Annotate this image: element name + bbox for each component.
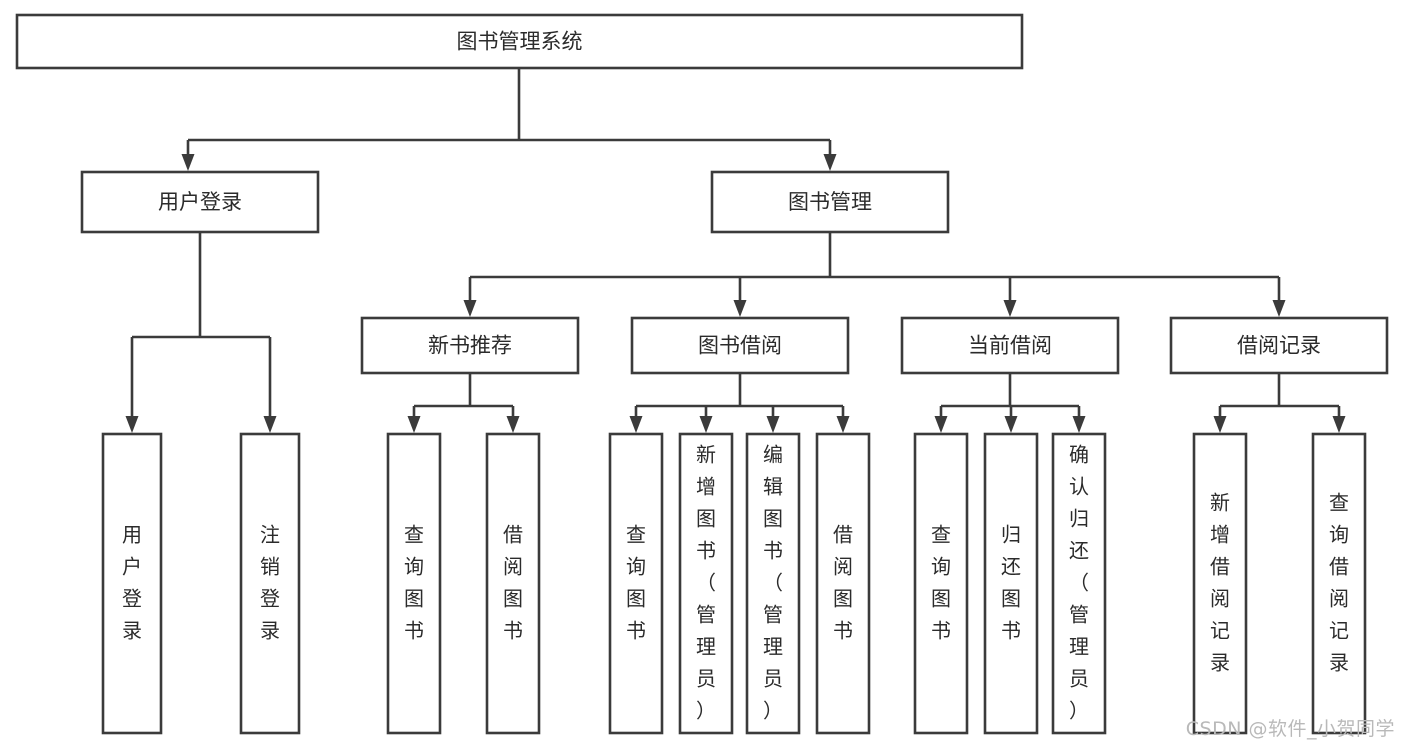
node-leaf-confirm-return-admin[interactable]: 确认归还（管理员） — [1051, 432, 1107, 735]
node-leaf-borrow-book-1[interactable]: 借阅图书 — [485, 432, 541, 735]
node-label-leaf-logout: 注销登录 — [260, 522, 280, 642]
node-label-leaf-edit-book-admin: 编辑图书（管理员） — [763, 442, 783, 722]
node-leaf-return-book[interactable]: 归还图书 — [983, 432, 1039, 735]
node-label-leaf-user-login: 用户登录 — [122, 522, 142, 642]
connector-borrow-record — [1213, 373, 1346, 433]
node-label-leaf-query-borrow-record: 查询借阅记录 — [1329, 490, 1349, 674]
connector-current-borrow — [934, 373, 1086, 433]
node-label-leaf-query-book-2: 查询图书 — [626, 522, 646, 642]
connector-root — [181, 68, 837, 171]
node-label-leaf-query-book-3: 查询图书 — [931, 522, 951, 642]
node-leaf-query-book-2[interactable]: 查询图书 — [608, 432, 664, 735]
node-book-manage[interactable]: 图书管理 — [710, 170, 950, 234]
node-leaf-user-login[interactable]: 用户登录 — [101, 432, 163, 735]
connectors-layer — [125, 68, 1346, 433]
node-label-leaf-return-book: 归还图书 — [1001, 522, 1021, 642]
node-leaf-logout[interactable]: 注销登录 — [239, 432, 301, 735]
node-leaf-add-borrow-record[interactable]: 新增借阅记录 — [1192, 432, 1248, 735]
node-new-book-recommend[interactable]: 新书推荐 — [360, 316, 580, 375]
node-label-leaf-borrow-book-2: 借阅图书 — [833, 522, 853, 642]
node-leaf-query-book-3[interactable]: 查询图书 — [913, 432, 969, 735]
node-label-leaf-borrow-book-1: 借阅图书 — [503, 522, 523, 642]
node-label-leaf-add-book-admin: 新增图书（管理员） — [696, 442, 716, 722]
node-label-leaf-confirm-return-admin: 确认归还（管理员） — [1069, 442, 1089, 722]
connector-book-borrow — [629, 373, 850, 433]
node-leaf-add-book-admin[interactable]: 新增图书（管理员） — [678, 432, 734, 735]
node-label-current-borrow: 当前借阅 — [968, 334, 1052, 358]
connector-new-book-recommend — [407, 373, 520, 433]
node-leaf-borrow-book-2[interactable]: 借阅图书 — [815, 432, 871, 735]
connector-user-login — [125, 232, 277, 433]
connector-book-manage — [463, 232, 1286, 317]
node-leaf-query-borrow-record[interactable]: 查询借阅记录 — [1311, 432, 1367, 735]
node-leaf-edit-book-admin[interactable]: 编辑图书（管理员） — [745, 432, 801, 735]
node-label-book-manage: 图书管理 — [788, 190, 872, 214]
node-label-root: 图书管理系统 — [457, 30, 583, 54]
node-borrow-record[interactable]: 借阅记录 — [1169, 316, 1389, 375]
node-leaf-query-book-1[interactable]: 查询图书 — [386, 432, 442, 735]
node-current-borrow[interactable]: 当前借阅 — [900, 316, 1120, 375]
node-user-login[interactable]: 用户登录 — [80, 170, 320, 234]
node-label-book-borrow: 图书借阅 — [698, 334, 782, 358]
node-book-borrow[interactable]: 图书借阅 — [630, 316, 850, 375]
node-label-user-login: 用户登录 — [158, 190, 242, 214]
node-label-leaf-query-book-1: 查询图书 — [404, 522, 424, 642]
node-label-new-book-recommend: 新书推荐 — [428, 334, 512, 358]
node-root[interactable]: 图书管理系统 — [15, 13, 1024, 70]
nodes-layer: 图书管理系统用户登录图书管理新书推荐图书借阅当前借阅借阅记录用户登录注销登录查询… — [15, 13, 1389, 735]
node-label-leaf-add-borrow-record: 新增借阅记录 — [1210, 490, 1230, 674]
node-label-borrow-record: 借阅记录 — [1237, 334, 1321, 358]
